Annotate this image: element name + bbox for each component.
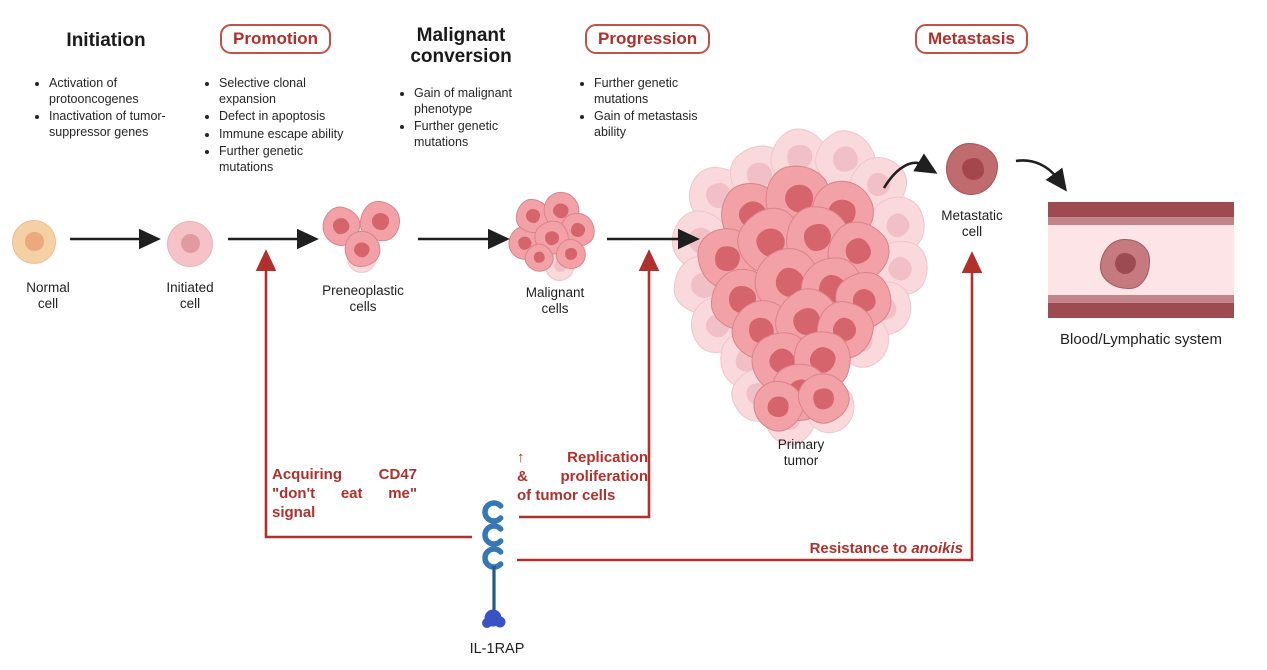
vessel-wall-top [1048, 202, 1234, 217]
promotion-bullet-list: Selective clonal expansion Defect in apo… [203, 76, 345, 177]
il1rap-receptor-icon [482, 500, 506, 628]
arrow-metastatic-cell-to-vessel [1015, 159, 1067, 192]
stage-badge-metastasis: Metastasis [915, 24, 1028, 54]
label-il1rap: IL-1RAP [469, 641, 525, 657]
annotation-replication-line: of tumor cells [517, 486, 616, 504]
label-initiated-cell: Initiated cell [166, 280, 214, 312]
circulating-tumor-cell-icon [1100, 239, 1150, 289]
label-primary-tumor: Primary tumor [777, 437, 825, 469]
blood-vessel [1048, 202, 1234, 318]
annotation-replication-line: ↑ Replication [517, 449, 648, 466]
bullet-item: Gain of malignant phenotype [414, 86, 523, 117]
stage-title-initiation: Initiation [66, 30, 146, 51]
stage-title-metastasis: Metastasis [915, 24, 1028, 54]
normal-cell-icon [12, 220, 56, 264]
bullet-item: Selective clonal expansion [219, 76, 345, 107]
stage-title-progression: Progression [585, 24, 711, 54]
stage-badge-progression: Progression [585, 24, 711, 54]
label-metastatic-cell: Metastatic cell [941, 208, 1003, 240]
bullet-item: Further genetic mutations [414, 119, 523, 150]
stage-title-malignant-conversion: Malignant conversion [410, 25, 512, 68]
annotation-cd47: Acquiring CD47 "don't eat me" signal [272, 466, 417, 523]
stage-title-promotion: Promotion [220, 24, 331, 54]
vessel-lumen [1048, 225, 1234, 295]
bullet-item: Inactivation of tumor-suppressor genes [49, 109, 185, 140]
bullet-item: Activation of protooncogenes [49, 76, 185, 107]
bullet-item: Gain of metastasis ability [594, 109, 720, 140]
metastatic-cell-icon [946, 143, 998, 195]
red-arrow-anoikis-to-metastasis [517, 251, 983, 562]
progression-bullet-list: Further genetic mutations Gain of metast… [578, 76, 720, 142]
annotation-cd47-line: "don't eat me" [272, 484, 417, 502]
annotation-replication-line: & proliferation [517, 467, 648, 485]
malignant-conversion-bullet-list: Gain of malignant phenotype Further gene… [398, 86, 523, 152]
bullet-item: Further genetic mutations [594, 76, 720, 107]
annotation-cd47-line: signal [272, 503, 316, 521]
bullet-item: Further genetic mutations [219, 144, 345, 175]
initiated-cell-icon [167, 221, 213, 267]
initiation-bullet-list: Activation of protooncogenes Inactivatio… [33, 76, 185, 142]
bullet-item: Defect in apoptosis [219, 109, 345, 125]
annotation-resistance-anoikis: Resistance to anoikis [809, 540, 963, 557]
red-arrow-cd47-to-promotion [255, 249, 472, 539]
arrow-tumor-to-metastatic-cell [882, 153, 938, 189]
annotation-cd47-line: Acquiring CD47 [272, 466, 417, 483]
label-preneoplastic-cells: Preneoplastic cells [322, 283, 404, 315]
stage-badge-promotion: Promotion [220, 24, 331, 54]
annotation-replication: ↑ Replication & proliferation of tumor c… [517, 449, 648, 506]
label-normal-cell: Normal cell [26, 280, 70, 312]
label-malignant-cells: Malignant cells [525, 285, 585, 317]
vessel-wall-bottom [1048, 303, 1234, 318]
red-arrow-replication-to-progression [519, 249, 660, 519]
label-blood-lymphatic-system: Blood/Lymphatic system [1059, 331, 1222, 348]
bullet-item: Immune escape ability [219, 127, 345, 143]
